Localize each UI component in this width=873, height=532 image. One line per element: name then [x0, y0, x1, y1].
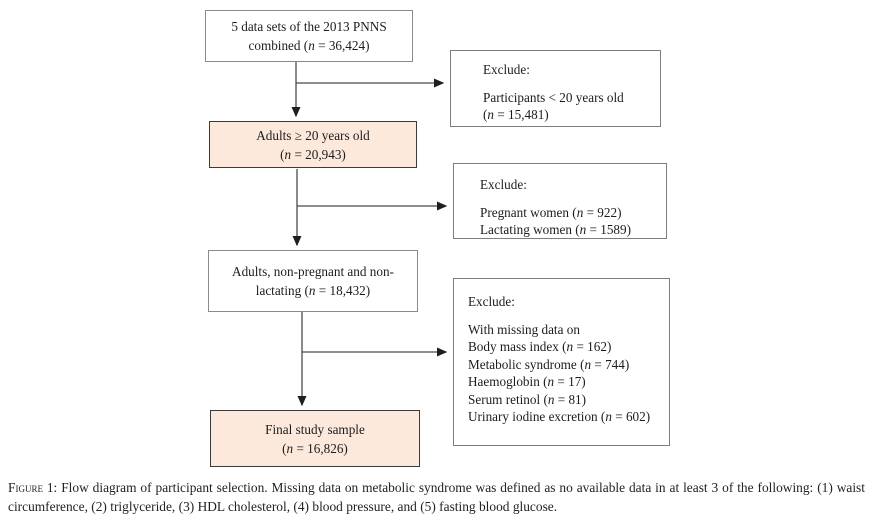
exclude-line: Urinary iodine excretion (n = 602) [468, 409, 651, 424]
flow-box-line: lactating (n = 18,432) [255, 283, 371, 298]
flow-box-line: Adults ≥ 20 years old [256, 127, 370, 143]
flow-box-line: combined (n = 36,424) [248, 38, 370, 53]
flow-arrows [291, 62, 448, 407]
flow-diagram-area: 5 data sets of the 2013 PNNS combined (n… [205, 10, 670, 467]
flow-box-line: 5 data sets of the 2013 PNNS [231, 19, 387, 34]
exclude-line: Participants < 20 years old [483, 89, 624, 105]
exclude-line: Pregnant women (n = 922) [480, 204, 622, 220]
exclude-title: Exclude: [468, 294, 515, 309]
exclude-line: Haemoglobin (n = 17) [468, 374, 586, 389]
exclude-box-under-20: Exclude: Participants < 20 years old (n … [450, 50, 661, 127]
exclude-line: (n = 15,481) [483, 107, 549, 122]
exclude-line: Lactating women (n = 1589) [480, 222, 632, 237]
exclude-title: Exclude: [480, 177, 527, 192]
figure-caption-label: Figure 1: [8, 480, 58, 495]
flow-box-line: (n = 16,826) [282, 440, 348, 456]
exclude-line: With missing data on [468, 321, 580, 337]
figure-caption-text: Flow diagram of participant selection. M… [8, 480, 865, 514]
exclude-line: Metabolic syndrome (n = 744) [468, 356, 630, 372]
flow-box-final-sample: Final study sample (n = 16,826) [210, 410, 420, 467]
exclude-box-pregnant-lactating: Exclude: Pregnant women (n = 922) Lactat… [453, 163, 667, 239]
exclude-title: Exclude: [483, 62, 530, 77]
flow-box-adults-20plus: Adults ≥ 20 years old (n = 20,943) [209, 121, 417, 168]
flow-box-line: Adults, non-pregnant and non- [232, 264, 394, 279]
exclude-box-missing-data: Exclude: With missing data on Body mass … [453, 278, 670, 446]
flow-box-nonpregnant-nonlactating: Adults, non-pregnant and non- lactating … [208, 250, 418, 312]
flow-box-line: Final study sample [265, 421, 365, 437]
figure-caption: Figure 1: Flow diagram of participant se… [8, 478, 865, 516]
flow-box-datasets-combined: 5 data sets of the 2013 PNNS combined (n… [205, 10, 413, 62]
exclude-line: Serum retinol (n = 81) [468, 391, 587, 407]
flow-box-line: (n = 20,943) [280, 146, 346, 162]
exclude-line: Body mass index (n = 162) [468, 339, 612, 354]
